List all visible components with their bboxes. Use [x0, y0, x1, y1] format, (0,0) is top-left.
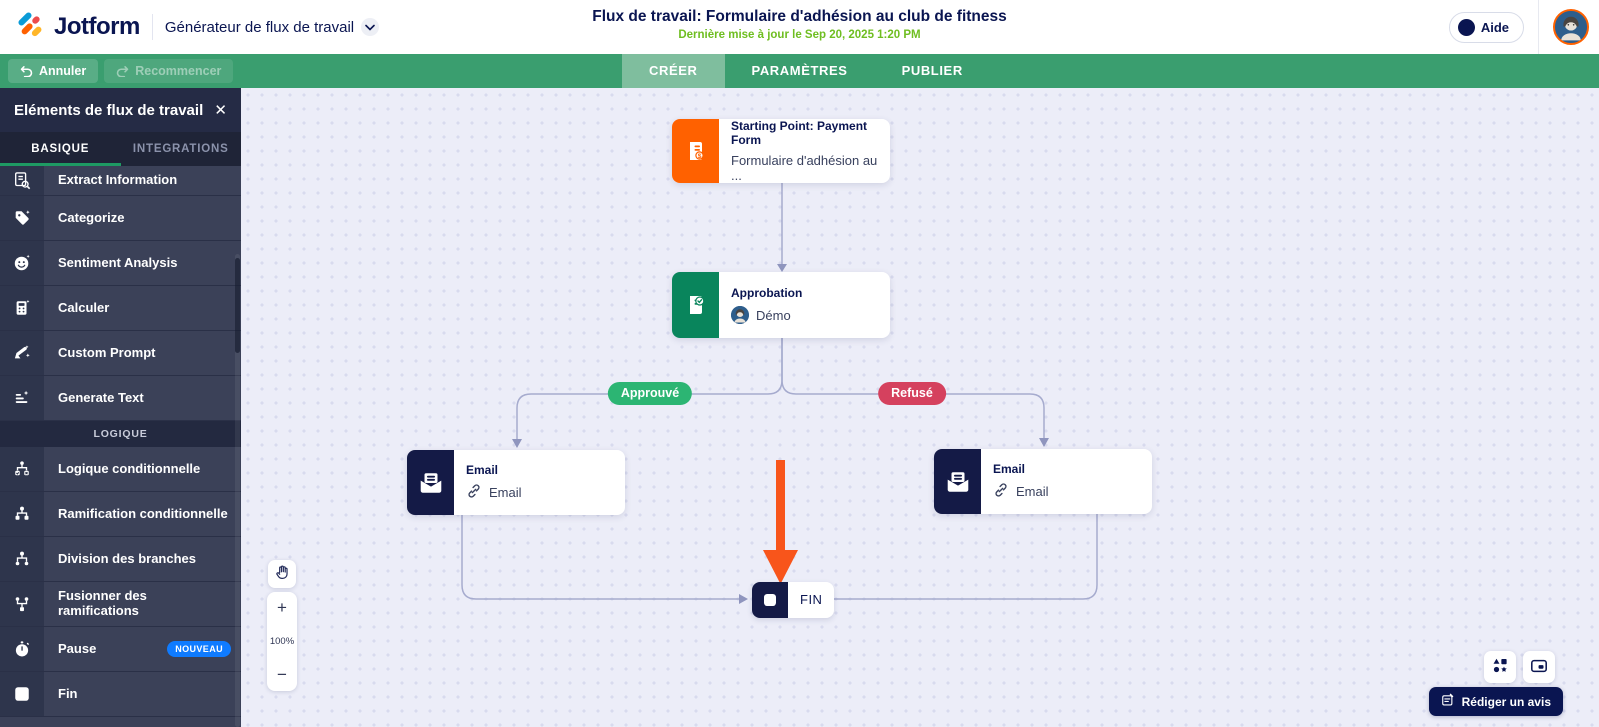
zoom-out-button[interactable]: −: [267, 659, 297, 691]
product-menu[interactable]: Générateur de flux de travail: [164, 18, 380, 36]
panel-title: Eléments de flux de travail: [14, 101, 204, 119]
close-icon[interactable]: ✕: [214, 102, 227, 119]
sidebar-item-division-des-branches[interactable]: Division des branches: [0, 537, 241, 582]
elements-shortcut-button[interactable]: [1484, 651, 1516, 683]
zoom-level: 100%: [269, 636, 295, 647]
undo-label: Annuler: [39, 64, 87, 78]
hand-icon: [274, 564, 291, 584]
sidebar-item-fusionner-des-ramifications[interactable]: Fusionner des ramifications: [0, 582, 241, 627]
tab-settings[interactable]: PARAMÈTRES: [751, 63, 848, 78]
payment-form-icon: $: [672, 119, 719, 183]
generate-text-icon: [0, 376, 44, 420]
question-icon: ?: [1457, 18, 1475, 36]
sidebar-item-categorize[interactable]: Categorize: [0, 196, 241, 241]
node-fin[interactable]: FIN: [752, 582, 835, 618]
user-avatar[interactable]: [1553, 9, 1589, 45]
product-menu-label: Générateur de flux de travail: [164, 18, 355, 36]
custom-prompt-icon: [0, 331, 44, 375]
help-label: Aide: [1480, 19, 1509, 35]
zoom-controls: + 100% −: [267, 592, 297, 691]
connector-lines: [461, 183, 1098, 604]
link-icon: [993, 482, 1009, 501]
sidebar-item-generate-text[interactable]: Generate Text: [0, 376, 241, 421]
fin-label: FIN: [800, 592, 823, 607]
header-divider: [1538, 0, 1539, 54]
sidebar-item-ramification-conditionnelle[interactable]: Ramification conditionnelle: [0, 492, 241, 537]
attention-arrow: [763, 460, 798, 584]
merge-branches-icon: [0, 582, 44, 626]
branch-label-approved: Approuvé: [607, 382, 693, 405]
jotform-logo[interactable]: Jotform: [16, 10, 140, 45]
sidebar-item-extract-information[interactable]: Extract Information: [0, 166, 241, 196]
node-email-left[interactable]: Email Email: [407, 450, 625, 515]
link-icon: [466, 483, 482, 502]
node-approbation[interactable]: Approbation Démo: [672, 272, 890, 338]
tab-basique[interactable]: BASIQUE: [0, 132, 121, 166]
sidebar-item-sentiment-analysis[interactable]: Sentiment Analysis: [0, 241, 241, 286]
undo-button[interactable]: Annuler: [8, 59, 99, 83]
assignee-name: Démo: [756, 307, 791, 323]
logic-section-header: LOGIQUE: [0, 421, 241, 447]
jotform-wordmark: Jotform: [54, 13, 140, 40]
tab-create[interactable]: CRÉER: [622, 54, 725, 88]
pan-tool-button[interactable]: [268, 560, 296, 588]
jotform-logo-icon: [16, 10, 46, 45]
calculate-icon: [0, 286, 44, 330]
branch-label-rejected: Refusé: [878, 382, 946, 405]
workflow-toolbar: Annuler Recommencer CRÉER PARAMÈTRES PUB…: [0, 54, 1599, 88]
sidebar-item-fin[interactable]: Fin: [0, 672, 241, 717]
workflow-title: Flux de travail: Formulaire d'adhésion a…: [592, 8, 1007, 25]
write-review-label: Rédiger un avis: [1461, 694, 1551, 709]
sidebar-item-pause[interactable]: Pause NOUVEAU: [0, 627, 241, 672]
chevron-down-icon: [361, 18, 380, 36]
workflow-elements-panel: Eléments de flux de travail ✕ BASIQUE IN…: [0, 88, 241, 727]
redo-label: Recommencer: [135, 64, 222, 78]
write-review-button[interactable]: Rédiger un avis: [1428, 687, 1563, 716]
categorize-icon: [0, 196, 44, 240]
workflow-canvas[interactable]: $ Starting Point: Payment Form Formulair…: [241, 88, 1599, 727]
email-link-label: Email: [489, 485, 522, 500]
svg-text:$: $: [697, 153, 701, 160]
zoom-in-button[interactable]: +: [267, 592, 297, 624]
approval-icon: [672, 272, 719, 338]
extract-information-icon: [0, 166, 44, 195]
nouveau-badge: NOUVEAU: [167, 640, 231, 658]
end-icon: [752, 582, 788, 618]
node-email-right[interactable]: Email Email: [934, 449, 1152, 514]
header-divider: [151, 14, 153, 40]
builder-tabs: CRÉER PARAMÈTRES PUBLIER: [622, 54, 990, 88]
split-branches-icon: [0, 537, 44, 581]
conditional-logic-icon: [0, 447, 44, 491]
sidebar-item-custom-prompt[interactable]: Custom Prompt: [0, 331, 241, 376]
sentiment-analysis-icon: [0, 241, 44, 285]
panel-icon: [1530, 657, 1548, 678]
email-icon: [934, 449, 981, 514]
assignee-avatar: [731, 306, 749, 324]
sidebar-scrollbar[interactable]: [235, 254, 240, 727]
redo-button[interactable]: Recommencer: [104, 59, 234, 83]
sidebar-item-calculer[interactable]: Calculer: [0, 286, 241, 331]
conditional-branch-icon: [0, 492, 44, 536]
email-link-label: Email: [1016, 484, 1049, 499]
minimap-button[interactable]: [1523, 651, 1555, 683]
sidebar-item-logique-conditionnelle[interactable]: Logique conditionnelle: [0, 447, 241, 492]
tab-publish[interactable]: PUBLIER: [901, 63, 963, 78]
node-starting-point[interactable]: $ Starting Point: Payment Form Formulair…: [672, 119, 890, 183]
email-icon: [407, 450, 454, 515]
review-icon: [1441, 693, 1455, 710]
last-updated-text: Dernière mise à jour le Sep 20, 2025 1:2…: [678, 29, 921, 41]
tab-integrations[interactable]: INTEGRATIONS: [132, 143, 229, 155]
end-icon: [0, 672, 44, 716]
shapes-icon: [1492, 657, 1509, 677]
app-header: Jotform Générateur de flux de travail Fl…: [0, 0, 1599, 54]
help-button[interactable]: ? Aide: [1448, 11, 1524, 43]
pause-icon: [0, 627, 44, 671]
